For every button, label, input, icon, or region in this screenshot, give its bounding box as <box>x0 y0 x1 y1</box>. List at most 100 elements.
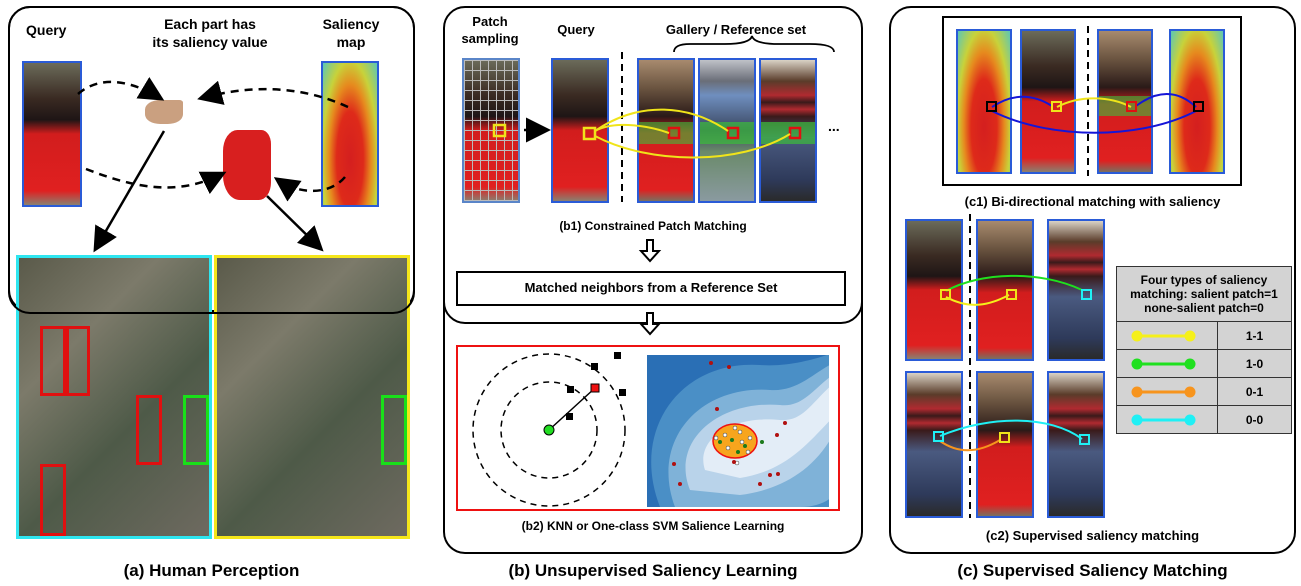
dashed-arrow-map-to-arm <box>197 80 349 109</box>
c2-cyan-box-3 <box>1079 434 1090 445</box>
knn-neighbor-5 <box>619 389 626 396</box>
green-highlight-left <box>183 395 209 465</box>
arm-part <box>145 100 183 124</box>
caption-c: (c) Supervised Saliency Matching <box>957 561 1228 580</box>
knn-line <box>548 387 596 431</box>
skirt-part <box>223 130 271 200</box>
knn-neighbor-3 <box>591 363 598 370</box>
legend-swatch-yellow <box>1117 322 1218 349</box>
caption-a: (a) Human Perception <box>123 561 300 580</box>
gallery-right <box>214 255 410 539</box>
saliency-label-1: Saliency <box>322 16 380 32</box>
c2-yellow-box-1 <box>940 289 951 300</box>
saliency-label-2: map <box>336 34 366 50</box>
down-arrow-1 <box>638 239 662 263</box>
legend-header-line-3: none-salient patch=0 <box>1144 301 1264 315</box>
down-arrow-2 <box>638 312 662 336</box>
panel-supervised-saliency-matching <box>889 6 1296 554</box>
c2-yellow-box-2 <box>1006 289 1017 300</box>
c2-row1-gallery-1 <box>976 219 1034 361</box>
legend-row: 1-1 <box>1117 322 1291 350</box>
c2-green-line <box>945 274 1083 292</box>
legend-swatch-green <box>1117 350 1218 377</box>
dashed-arrow-query-to-skirt <box>85 167 227 195</box>
dashed-arrow-query-to-arm <box>77 76 165 101</box>
legend-header: Four types of saliency matching: salient… <box>1117 267 1291 322</box>
c1-black-box-left <box>986 101 997 112</box>
c2-row2-query <box>905 371 963 518</box>
c1-yellow <box>1056 97 1132 108</box>
patch-box-grid <box>492 123 507 138</box>
knn-outer-circle <box>472 353 626 507</box>
c2-orange-line <box>939 439 1001 452</box>
c2-row2-gallery-2 <box>1047 371 1105 518</box>
match-line-1 <box>594 124 670 134</box>
red-highlight-4 <box>40 464 66 536</box>
caption-b: (b) Unsupervised Saliency Learning <box>508 561 798 580</box>
patch-box-query <box>582 126 597 141</box>
patch-sampling-image <box>462 58 520 203</box>
c1-query-image <box>1020 29 1076 174</box>
c2-caption: (c2) Supervised saliency matching <box>985 528 1200 543</box>
svm-outliers <box>672 361 787 486</box>
match-line-2 <box>594 108 729 132</box>
knn-neighbor-2 <box>566 413 573 420</box>
knn-neighbor-4 <box>614 352 621 359</box>
svm-boundary <box>712 423 758 459</box>
c1-yellow-box <box>1051 101 1062 112</box>
c2-row1-gallery-2 <box>1047 219 1105 361</box>
legend-value: 1-0 <box>1245 356 1264 371</box>
legend-swatch-orange <box>1117 378 1218 405</box>
c1-black-box-right <box>1193 101 1204 112</box>
stripe-region-3 <box>761 122 815 144</box>
c2-row1-query <box>905 219 963 361</box>
legend-value: 1-1 <box>1245 328 1264 343</box>
patch-box-g2 <box>726 126 740 140</box>
gallery-left <box>16 255 212 539</box>
legend-row: 0-0 <box>1117 406 1291 433</box>
legend-header-line-1: Four types of saliency <box>1140 273 1268 287</box>
legend-header-line-2: matching: salient patch=1 <box>1130 287 1278 301</box>
knn-red-point <box>590 383 600 393</box>
b2-caption: (b2) KNN or One-class SVM Salience Learn… <box>521 519 785 533</box>
c1-blue-top-right <box>1135 93 1197 108</box>
b2-red-box <box>456 345 840 511</box>
arrow-skirt-to-right-gallery <box>266 195 324 252</box>
c2-cyan-box-1 <box>1081 289 1092 300</box>
matched-neighbors-label: Matched neighbors from a Reference Set <box>524 280 778 295</box>
query-label-b: Query <box>557 22 595 37</box>
green-highlight-right <box>381 395 407 465</box>
legend-row: 0-1 <box>1117 378 1291 406</box>
dashed-arrow-map-to-skirt <box>273 176 346 202</box>
panel-a-outline <box>8 6 415 314</box>
gallery-label: Gallery / Reference set <box>665 22 807 37</box>
c2-cyan-box-2 <box>933 431 944 442</box>
match-line-3 <box>594 133 791 159</box>
legend-value: 0-0 <box>1245 412 1264 427</box>
red-highlight-3 <box>136 395 162 465</box>
c2-yellow-box-3 <box>999 432 1010 443</box>
red-highlight-1 <box>40 326 66 396</box>
patch-box-g3 <box>788 126 802 140</box>
legend-value: 0-1 <box>1245 384 1264 399</box>
panel-b-lower <box>443 230 863 554</box>
c1-box <box>942 16 1242 186</box>
each-part-label-2: its saliency value <box>152 34 268 50</box>
saliency-matching-legend: Four types of saliency matching: salient… <box>1116 266 1292 434</box>
b1-caption: (b1) Constrained Patch Matching <box>559 219 747 233</box>
each-part-label-1: Each part has <box>164 16 256 32</box>
knn-inner-circle <box>500 381 598 479</box>
ellipsis-label: ... <box>828 118 840 134</box>
saliency-map-image <box>321 61 379 207</box>
legend-swatch-cyan <box>1117 406 1218 433</box>
legend-row: 1-0 <box>1117 350 1291 378</box>
c1-blue-top-left <box>991 95 1053 108</box>
brace <box>673 35 835 53</box>
c1-blue-bottom <box>991 110 1197 134</box>
